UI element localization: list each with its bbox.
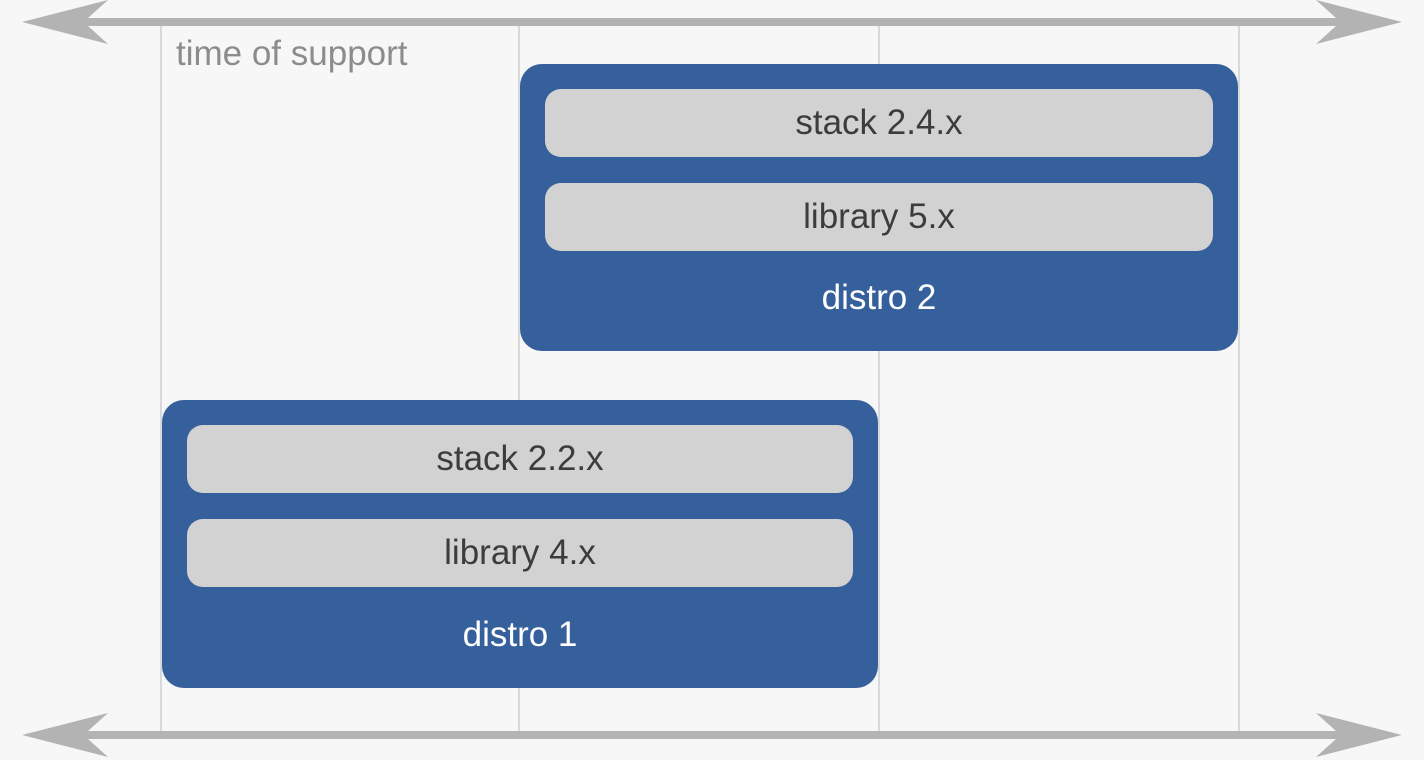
component-pill-stack-2-2-x[interactable]: stack 2.2.x xyxy=(187,425,853,493)
gridline-4 xyxy=(1238,22,1240,736)
component-pill-library-5-x[interactable]: library 5.x xyxy=(545,183,1213,251)
gridline-2 xyxy=(518,22,520,736)
release-box-distro-1[interactable]: stack 2.2.x library 4.x distro 1 xyxy=(162,400,878,688)
release-box-distro-2[interactable]: stack 2.4.x library 5.x distro 2 xyxy=(520,64,1238,351)
gridline-1 xyxy=(160,22,162,736)
time-axis-arrow-bottom xyxy=(22,709,1402,760)
component-pill-stack-2-4-x[interactable]: stack 2.4.x xyxy=(545,89,1213,157)
release-label-distro-2: distro 2 xyxy=(821,278,937,317)
time-of-support-label: time of support xyxy=(176,34,408,73)
component-pill-library-4-x[interactable]: library 4.x xyxy=(187,519,853,587)
gridline-3 xyxy=(878,22,880,736)
release-label-distro-1: distro 1 xyxy=(462,614,578,654)
double-arrow-icon xyxy=(22,713,1402,757)
